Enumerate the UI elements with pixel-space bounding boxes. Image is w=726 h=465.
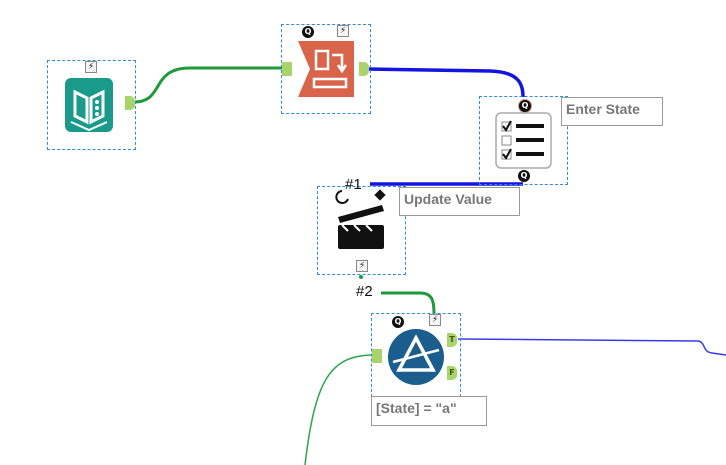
transpose-icon [298,41,354,97]
tool-annotation: [State] = "a" [371,396,487,426]
input-anchor[interactable] [372,349,382,363]
input-anchor[interactable] [282,62,292,76]
book-icon [65,78,113,132]
clapperboard-icon [335,189,386,249]
q-input-badge-icon: Q [518,99,532,113]
tool-list-box[interactable]: Q Q [479,96,568,185]
tool-input[interactable]: ⚡ [47,60,136,150]
wire-transpose-to-listbox [367,67,525,98]
wire-into-filter [304,354,373,465]
lightning-icon: ⚡ [337,25,349,37]
output-anchor[interactable] [125,96,135,110]
tool-annotation: Update Value [399,187,520,216]
tool-annotation: Enter State [561,97,663,126]
tool-transpose[interactable]: Q ⚡ [281,24,371,114]
lightning-icon: ⚡ [429,314,441,326]
checklist-icon [495,112,552,169]
q-badge-icon: Q [302,26,314,38]
lightning-icon: ⚡ [356,260,368,272]
action-output-dot [359,275,363,279]
false-anchor[interactable]: F [447,366,457,380]
connection-label: #1 [345,176,362,193]
lightning-icon: ⚡ [85,61,97,73]
tool-action[interactable]: ⚡ [317,186,406,275]
wire-input-to-transpose [133,66,282,104]
wire-action-to-filter [381,291,436,315]
output-anchor[interactable] [359,62,369,76]
true-anchor[interactable]: T [447,333,457,347]
wire-filter-true-out [457,338,726,356]
prism-icon [388,329,444,385]
q-output-badge-icon: Q [518,170,530,182]
tool-filter[interactable]: Q ⚡ T F [371,313,461,402]
q-badge-icon: Q [392,316,404,328]
output-connection-label: #2 [356,283,373,300]
